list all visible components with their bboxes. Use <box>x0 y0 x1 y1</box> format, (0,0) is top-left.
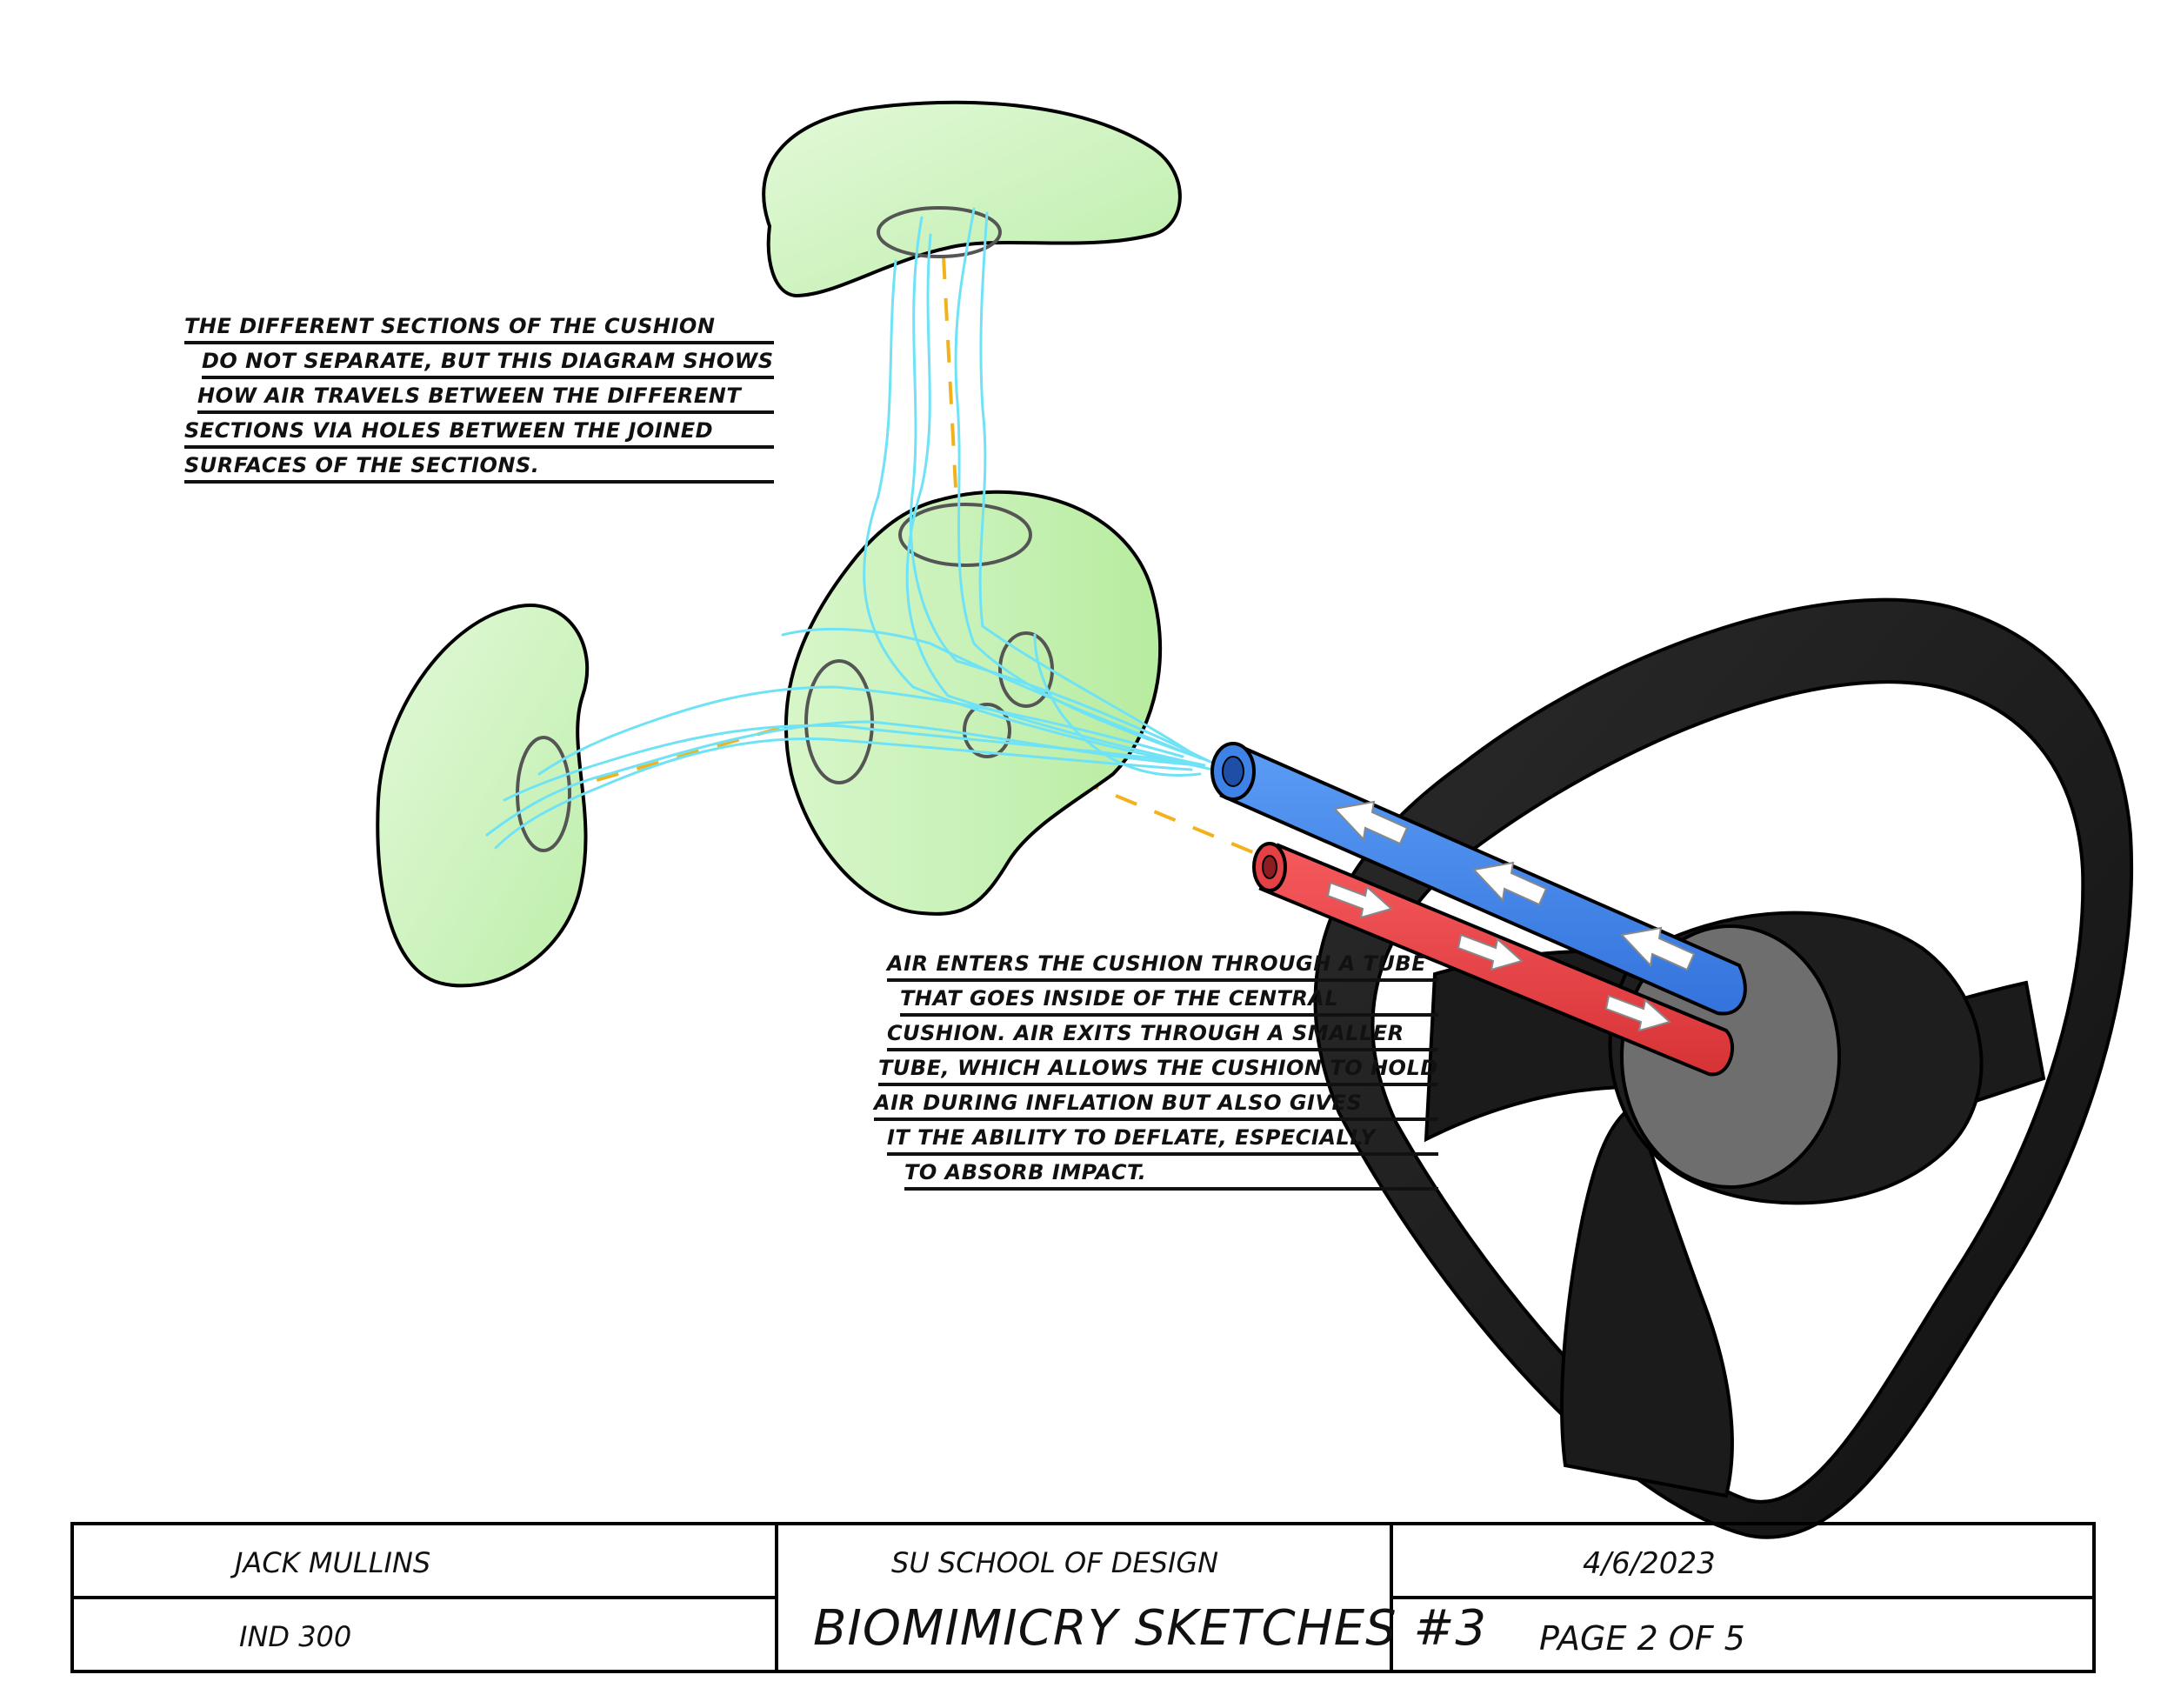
central-cushion-right-hole-2 <box>963 703 1011 758</box>
air-flow-note: AIR ENTERS THE CUSHION THROUGH A TUBE TH… <box>874 951 1438 1194</box>
school-name: SU SCHOOL OF DESIGN <box>891 1546 1219 1579</box>
sections-note-line: HOW AIR TRAVELS BETWEEN THE DIFFERENT <box>197 383 774 414</box>
author-name: JACK MULLINS <box>235 1546 431 1579</box>
intake-tube <box>1210 742 1747 1016</box>
sheet-title: BIOMIMICRY SKETCHES #3 <box>813 1600 1488 1657</box>
central-cushion-top-hole <box>898 503 1032 567</box>
sections-note-line: DO NOT SEPARATE, BUT THIS DIAGRAM SHOWS <box>202 348 774 379</box>
exhaust-arrows <box>1326 881 1672 1032</box>
air-note-line: IT THE ABILITY TO DEFLATE, ESPECIALLY <box>887 1124 1438 1156</box>
sections-note-line: THE DIFFERENT SECTIONS OF THE CUSHION <box>184 313 774 344</box>
air-note-line: AIR DURING INFLATION BUT ALSO GIVES <box>874 1090 1438 1121</box>
sections-note-line: SECTIONS VIA HOLES BETWEEN THE JOINED <box>184 417 774 449</box>
exhaust-tube <box>1252 842 1735 1077</box>
intake-arrows <box>1333 800 1696 971</box>
top-cushion-hole <box>877 206 1002 258</box>
left-cushion <box>376 604 590 988</box>
page-number: PAGE 2 OF 5 <box>1539 1619 1745 1658</box>
air-note-line: TO ABSORB IMPACT. <box>904 1159 1438 1191</box>
title-block <box>70 1522 2096 1673</box>
air-note-line: CUSHION. AIR EXITS THROUGH A SMALLER <box>887 1020 1438 1051</box>
air-flow-lines <box>485 207 1219 850</box>
sections-note-line: SURFACES OF THE SECTIONS. <box>184 452 774 484</box>
sheet-date: 4/6/2023 <box>1583 1546 1716 1581</box>
air-note-line: THAT GOES INSIDE OF THE CENTRAL <box>900 985 1438 1017</box>
air-note-line: AIR ENTERS THE CUSHION THROUGH A TUBE <box>887 951 1438 982</box>
course-code: IND 300 <box>239 1620 352 1653</box>
steering-wheel-spoke-bottom <box>1560 1101 1734 1498</box>
top-cushion <box>762 100 1182 298</box>
sections-note: THE DIFFERENT SECTIONS OF THE CUSHION DO… <box>184 313 774 487</box>
air-note-line: TUBE, WHICH ALLOWS THE CUSHION TO HOLD <box>878 1055 1438 1086</box>
